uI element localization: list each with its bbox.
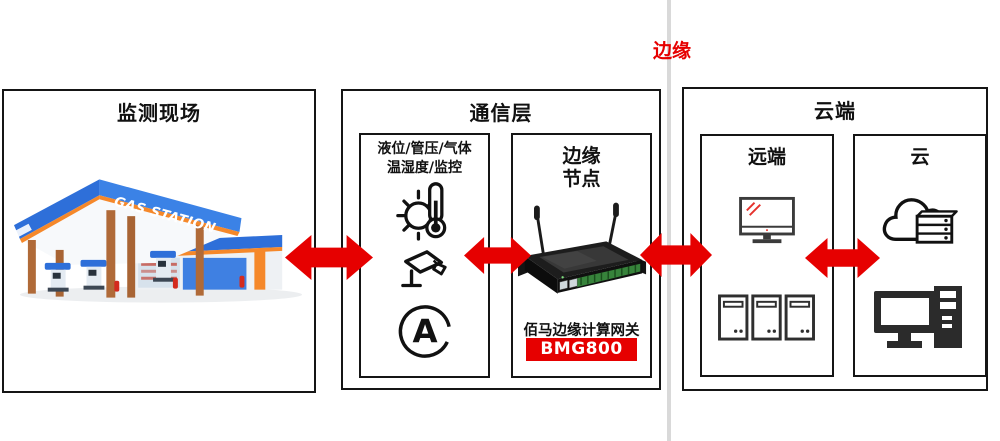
cloud-server-icon (882, 198, 958, 244)
edge-gateway-router-image (518, 202, 647, 294)
cloud-box-title: 云 (910, 146, 930, 168)
gas-station-image: GAS STATION (13, 179, 303, 303)
panel-cloud: 云端 远端 (682, 87, 988, 391)
monitor-icon (739, 196, 795, 244)
arrow-sensors-to-edge-node (464, 237, 531, 274)
cctv-camera-icon (400, 250, 447, 288)
svg-text:A: A (412, 312, 437, 350)
remote-title: 远端 (747, 146, 786, 168)
fuel-pumps (44, 250, 176, 292)
ammeter-icon: A (398, 305, 451, 358)
arrow-remote-to-cloud (805, 238, 880, 278)
edge-divider-label: 边缘 (652, 40, 691, 62)
desktop-pc-icon (874, 286, 962, 348)
arrow-comm-to-cloud (640, 233, 712, 277)
server-towers-icon (718, 294, 815, 341)
panel-title-site: 监测现场 (117, 101, 201, 125)
arrow-site-to-comm (285, 235, 373, 280)
edge-divider-line (667, 0, 671, 441)
gateway-model-badge: BMG800 (526, 338, 637, 361)
remote-box: 远端 (700, 134, 834, 377)
panel-title-comm: 通信层 (469, 101, 533, 125)
panel-title-cloud: 云端 (814, 99, 856, 123)
thermometer-sun-icon (395, 182, 446, 241)
panel-monitoring-site: 监测现场 GAS STAT (2, 89, 316, 393)
sensors-label: 液位/管压/气体 温湿度/监控 (377, 141, 472, 176)
gateway-caption: 佰马边缘计算网关 (523, 323, 640, 339)
edge-node-box: 边缘 节点 佰马边缘计算网关 (511, 133, 652, 378)
edge-node-title: 边缘 节点 (562, 145, 601, 190)
